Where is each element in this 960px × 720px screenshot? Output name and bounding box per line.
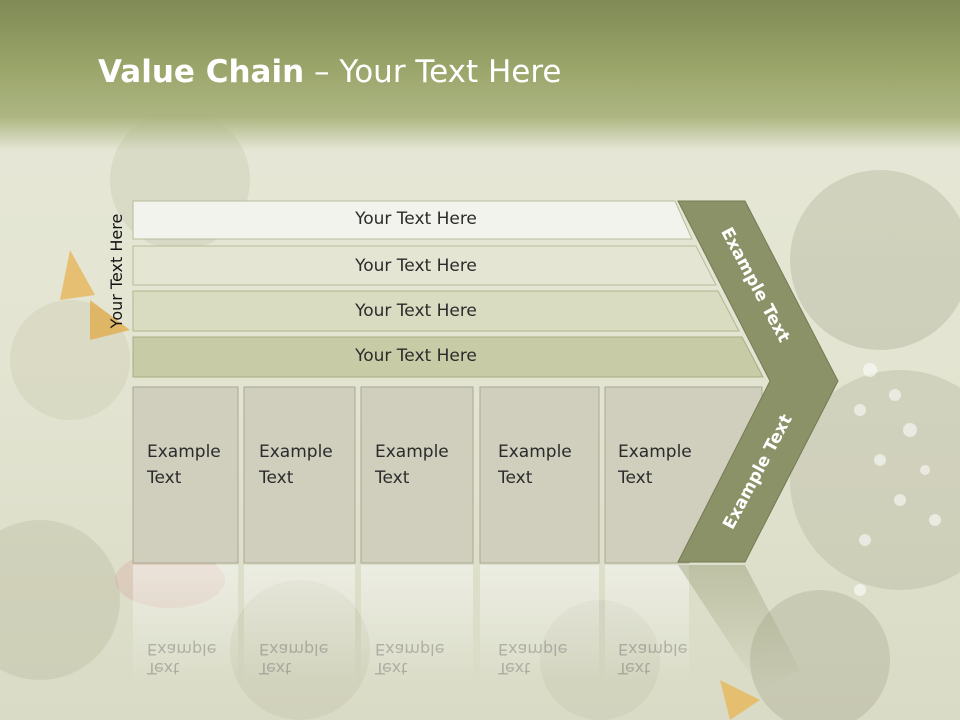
column-box-4 [479, 386, 600, 564]
column-label-3: Example Text [375, 439, 449, 491]
row-label-3: Your Text Here [355, 301, 477, 321]
column-reflection-3: Text Example [375, 640, 445, 678]
title-rest: – Your Text Here [304, 54, 562, 90]
column-label-5-line1: Example [618, 442, 692, 462]
slide-title: Value Chain – Your Text Here [98, 54, 561, 90]
column-label-4-line1: Example [498, 442, 572, 462]
column-reflection-4: Text Example [498, 640, 568, 678]
column-label-1: Example Text [147, 439, 221, 491]
row-bar-2 [132, 245, 717, 286]
row-label-1: Your Text Here [355, 209, 477, 229]
column-box-1 [132, 386, 239, 564]
column-label-2-line1: Example [259, 442, 333, 462]
column-reflection-5: Text Example [618, 640, 688, 678]
column-label-3-line2: Text [375, 468, 410, 488]
side-label: Your Text Here [107, 213, 126, 329]
column-box-2 [243, 386, 356, 564]
row-bar-1 [132, 200, 693, 240]
column-reflection-1: Text Example [147, 640, 217, 678]
column-label-1-line2: Text [147, 468, 182, 488]
column-label-1-line1: Example [147, 442, 221, 462]
column-label-4: Example Text [498, 439, 572, 491]
column-box-3 [360, 386, 474, 564]
row-label-2: Your Text Here [355, 256, 477, 276]
column-label-5: Example Text [618, 439, 692, 491]
header-band [0, 0, 960, 150]
column-label-5-line2: Text [618, 468, 653, 488]
row-bar-3 [132, 290, 740, 332]
chevron-arrow [677, 200, 839, 563]
column-label-3-line1: Example [375, 442, 449, 462]
title-bold: Value Chain [98, 54, 305, 90]
column-reflection-2: Text Example [259, 640, 329, 678]
column-label-2: Example Text [259, 439, 333, 491]
column-label-4-line2: Text [498, 468, 533, 488]
row-label-4: Your Text Here [355, 346, 477, 366]
column-label-2-line2: Text [259, 468, 294, 488]
row-bar-4 [132, 336, 764, 378]
